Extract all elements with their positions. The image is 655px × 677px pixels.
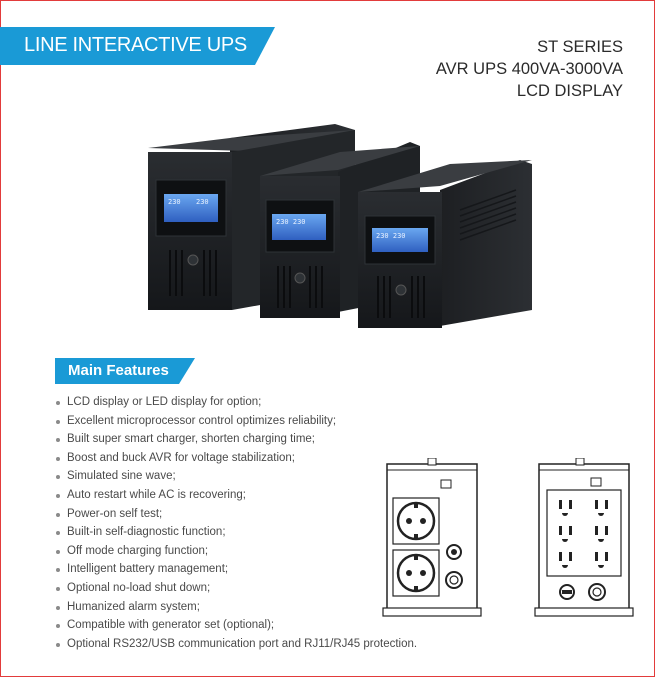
series-line-1: ST SERIES bbox=[537, 38, 623, 56]
list-item: Built-in self-diagnostic function; bbox=[55, 523, 417, 542]
list-item: Simulated sine wave; bbox=[55, 467, 417, 486]
list-item: Built super smart charger, shorten charg… bbox=[55, 430, 417, 449]
features-list: LCD display or LED display for option; E… bbox=[55, 393, 417, 653]
ups-product-photo: 230 230 230 230 230 230 bbox=[148, 124, 532, 328]
rear-panel-schuko-diagram bbox=[382, 458, 482, 617]
features-title: Main Features bbox=[68, 362, 169, 379]
lcd-reading-right: 230 bbox=[196, 198, 209, 206]
list-item: Boost and buck AVR for voltage stabiliza… bbox=[55, 449, 417, 468]
lcd-reading-left: 230 bbox=[168, 198, 181, 206]
list-item: Excellent microprocessor control optimiz… bbox=[55, 412, 417, 431]
list-item: Intelligent battery management; bbox=[55, 560, 417, 579]
power-inlet-icon bbox=[445, 571, 463, 589]
series-line-2: AVR UPS 400VA-3000VA bbox=[435, 60, 623, 78]
outlet-icon bbox=[595, 500, 608, 516]
series-line-3: LCD DISPLAY bbox=[516, 82, 623, 100]
banner-title: LINE INTERACTIVE UPS bbox=[24, 34, 247, 56]
list-item: Optional no-load shut down; bbox=[55, 579, 417, 598]
outlet-icon bbox=[595, 552, 608, 568]
product-type-banner: LINE INTERACTIVE UPS bbox=[0, 27, 275, 65]
list-item: Humanized alarm system; bbox=[55, 598, 417, 617]
features-banner: Main Features bbox=[55, 358, 195, 384]
banner-shape bbox=[0, 27, 275, 65]
list-item: Optional RS232/USB communication port an… bbox=[55, 635, 417, 654]
list-item: Auto restart while AC is recovering; bbox=[55, 486, 417, 505]
list-item: Off mode charging function; bbox=[55, 542, 417, 561]
features-banner-shape bbox=[55, 358, 195, 384]
outlet-icon bbox=[559, 500, 572, 516]
outlet-icon bbox=[559, 526, 572, 542]
ups-unit-small: 230 230 bbox=[358, 160, 532, 328]
rear-panel-nema-diagram bbox=[534, 458, 634, 617]
svg-text:230 230: 230 230 bbox=[276, 218, 306, 226]
list-item: Power-on self test; bbox=[55, 505, 417, 524]
outlet-icon bbox=[392, 497, 440, 545]
outlet-icon bbox=[392, 549, 440, 597]
series-heading: ST SERIES AVR UPS 400VA-3000VA LCD DISPL… bbox=[436, 36, 623, 102]
list-item: LCD display or LED display for option; bbox=[55, 393, 417, 412]
outlet-icon bbox=[559, 552, 572, 568]
outlet-icon bbox=[595, 526, 608, 542]
outlet-grid bbox=[559, 500, 608, 568]
list-item: Compatible with generator set (optional)… bbox=[55, 616, 417, 635]
power-inlet-icon bbox=[588, 583, 606, 601]
svg-text:230 230: 230 230 bbox=[376, 232, 406, 240]
